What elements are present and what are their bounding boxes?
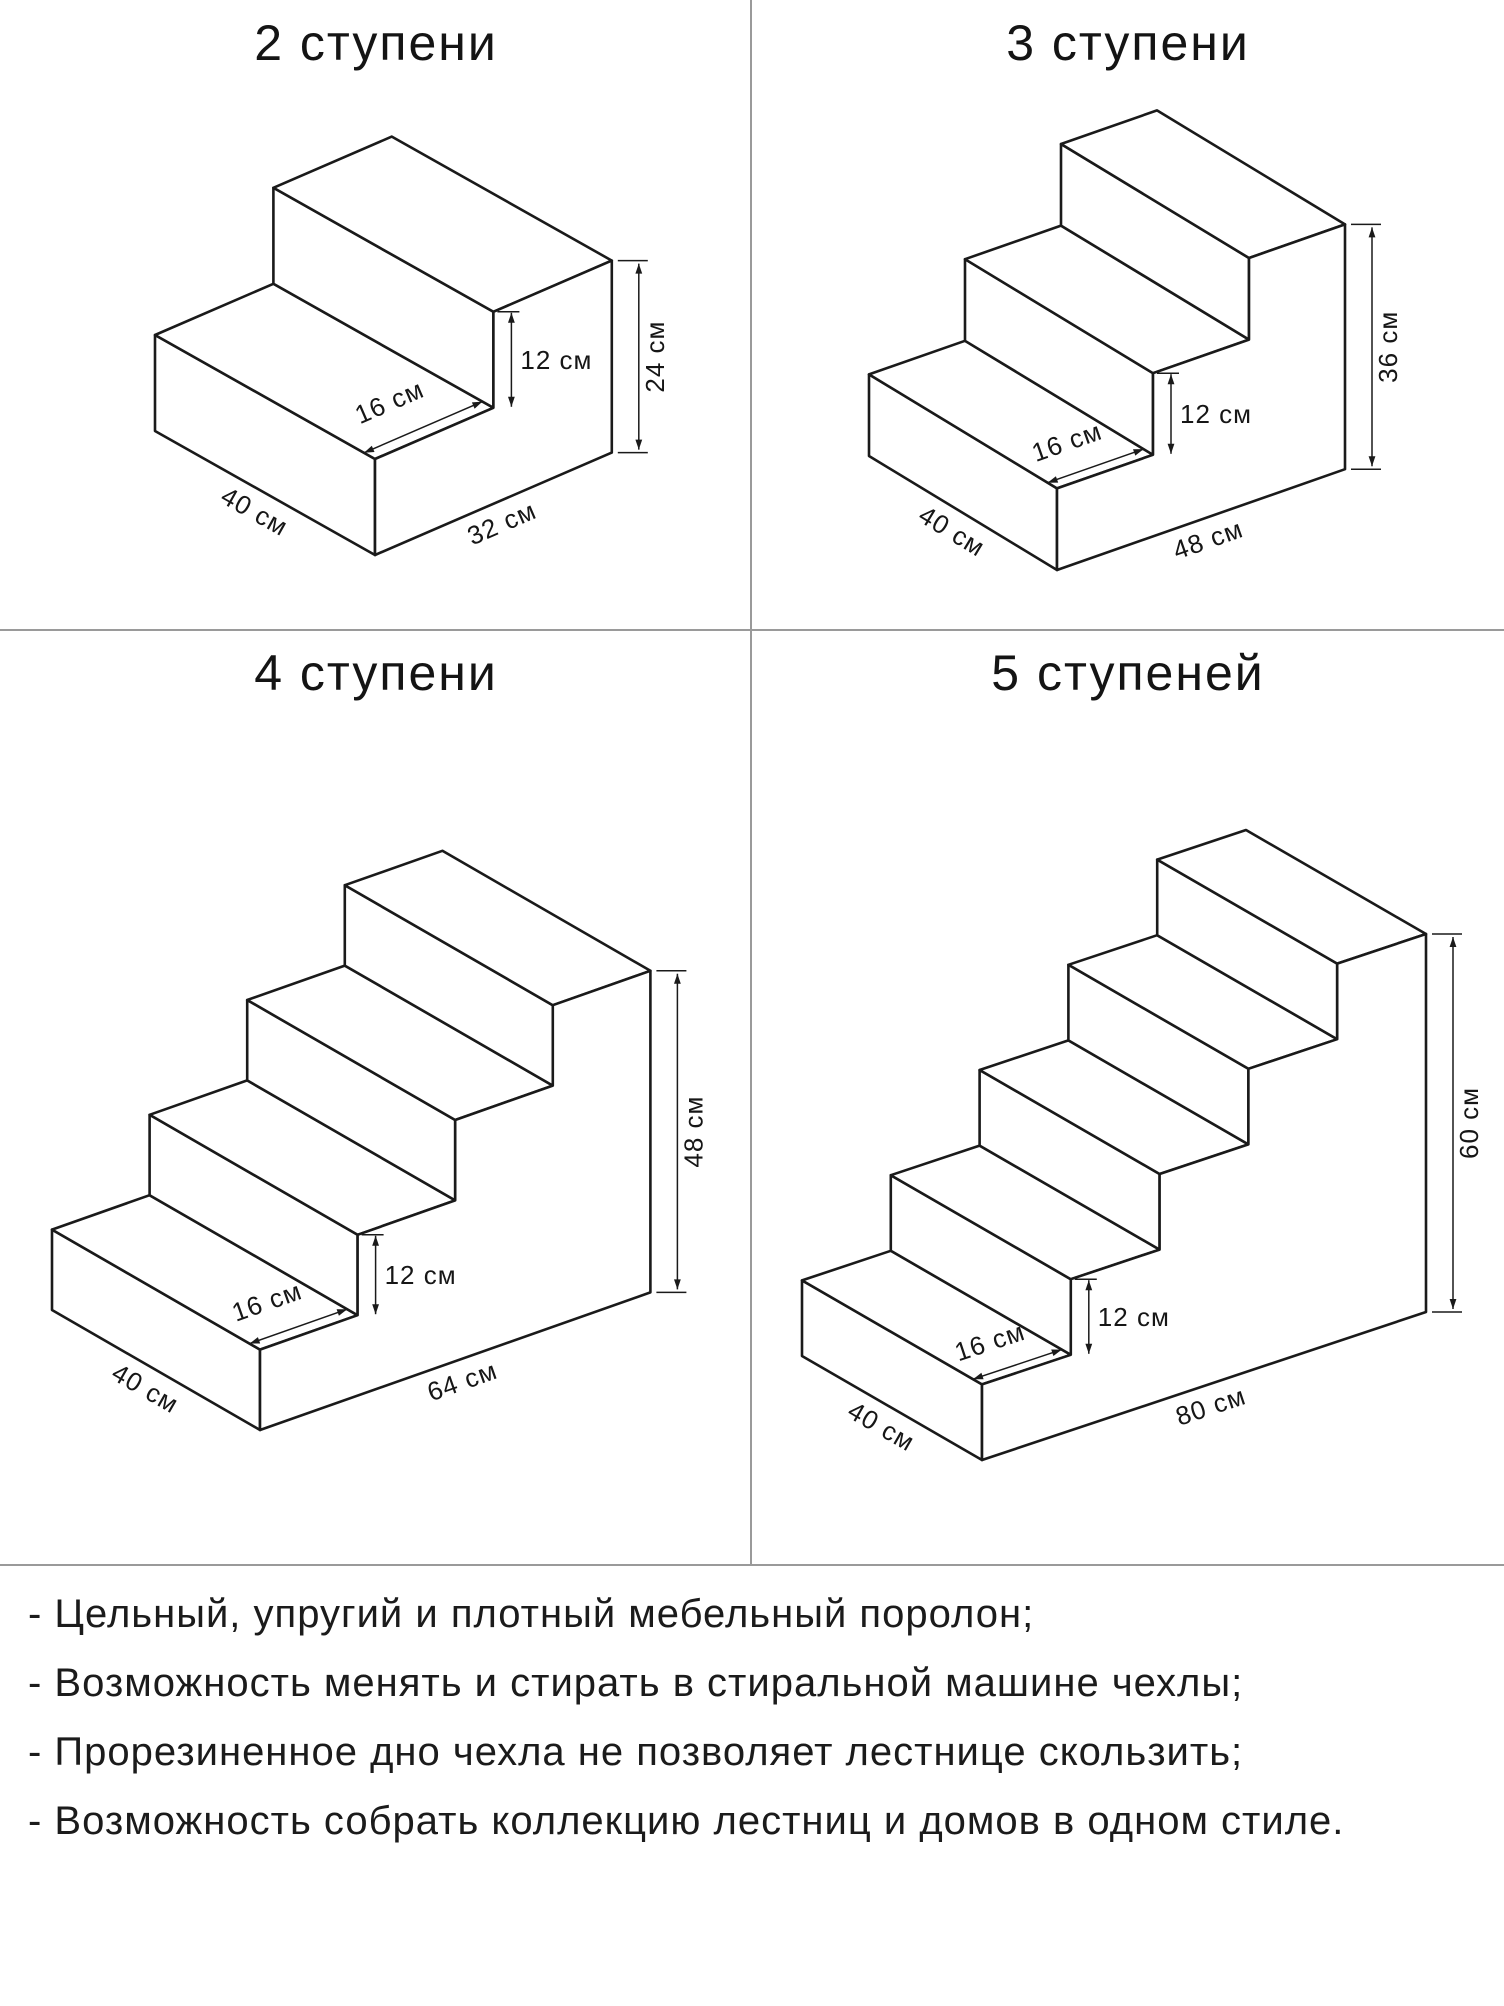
arrowhead <box>973 1372 984 1380</box>
arrowhead <box>1368 227 1376 238</box>
rise-dim-label: 12 см <box>520 345 592 375</box>
figure-title: 2 ступени <box>254 15 498 71</box>
arrowhead <box>336 1309 348 1316</box>
arrowhead <box>372 1304 379 1315</box>
arrowhead <box>635 439 643 450</box>
vertical-divider <box>750 0 752 1566</box>
arrowhead <box>635 263 643 274</box>
arrowhead <box>1167 374 1175 385</box>
figure-title: 3 ступени <box>1006 15 1250 71</box>
dimension-line <box>249 1308 348 1345</box>
notes-list: - Цельный, упругий и плотный мебельный п… <box>28 1592 1488 1868</box>
arrowhead <box>1449 937 1457 947</box>
horizontal-divider-bottom <box>0 1564 1504 1566</box>
arrowhead <box>1051 1349 1062 1356</box>
arrowhead <box>372 1235 379 1246</box>
note-line: - Прорезиненное дно чехла не позволяет л… <box>28 1730 1244 1774</box>
arrowhead <box>1133 449 1144 456</box>
horizontal-divider-top <box>0 629 1504 631</box>
side-profile-face <box>373 259 614 557</box>
height-dim-label: 48 см <box>678 1096 708 1168</box>
arrowhead <box>1047 476 1059 483</box>
height-dim-label: 24 см <box>640 321 670 393</box>
rise-dim-label: 12 см <box>1180 399 1252 429</box>
arrowhead <box>1085 1280 1093 1291</box>
side-profile-face <box>1055 223 1347 572</box>
arrowhead <box>508 312 515 323</box>
side-profile-face <box>980 932 1428 1462</box>
arrowhead <box>674 1279 681 1290</box>
figure-title: 4 ступени <box>254 645 498 701</box>
height-dim-label: 36 см <box>1373 311 1403 383</box>
rise-dim-label: 12 см <box>385 1260 457 1290</box>
arrowhead <box>471 401 483 409</box>
note-line: - Возможность собрать коллекцию лестниц … <box>28 1799 1345 1843</box>
dimension-line <box>363 400 483 454</box>
arrowhead <box>1368 456 1376 467</box>
arrowhead <box>674 973 681 984</box>
arrowhead <box>1449 1299 1457 1309</box>
note-line: - Возможность менять и стирать в стираль… <box>28 1661 1244 1705</box>
dimension-line <box>972 1348 1063 1380</box>
arrowhead <box>249 1337 261 1344</box>
note-line: - Цельный, упругий и плотный мебельный п… <box>28 1592 1035 1636</box>
dimension-line <box>1047 448 1144 484</box>
side-profile-face <box>258 969 652 1432</box>
arrowhead <box>508 396 515 407</box>
figure-title: 5 ступеней <box>991 645 1265 701</box>
height-dim-label: 60 см <box>1454 1087 1484 1159</box>
arrowhead <box>364 445 375 453</box>
arrowhead <box>1085 1343 1093 1354</box>
rise-dim-label: 12 см <box>1098 1302 1170 1332</box>
arrowhead <box>1167 443 1175 454</box>
